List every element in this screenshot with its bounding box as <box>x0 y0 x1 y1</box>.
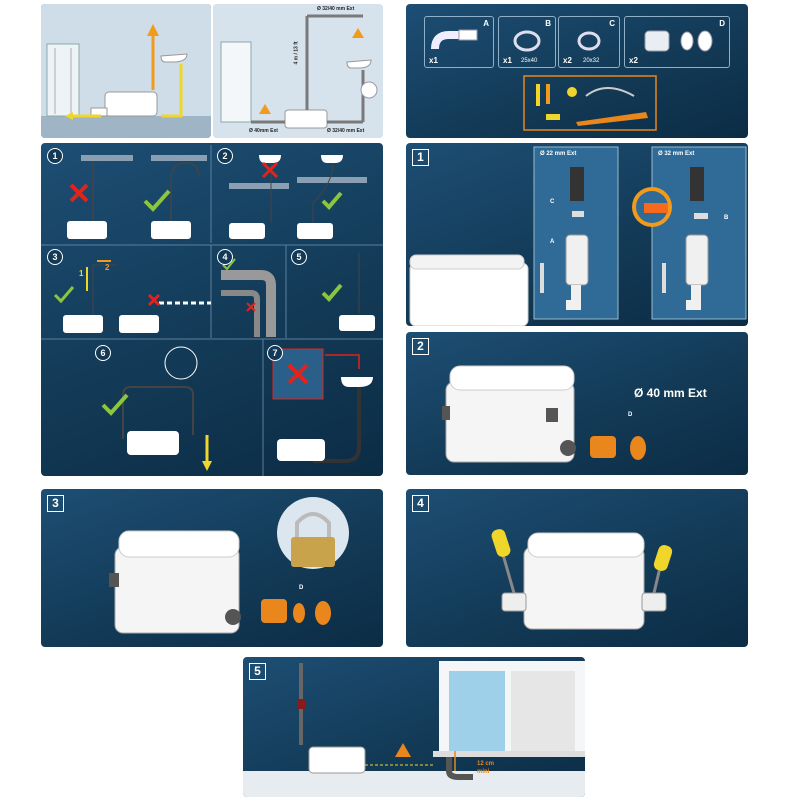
kit-size: 25x40 <box>521 58 538 64</box>
rule-step-number: 6 <box>95 345 111 361</box>
step3-panel: 3 D <box>41 489 383 647</box>
part-label-b: B <box>724 215 729 221</box>
dimensions-illustration <box>213 4 383 138</box>
kit-letter: C <box>609 19 615 28</box>
min-label: mini <box>477 769 490 775</box>
step4-panel: 4 <box>406 489 748 647</box>
rule-step-number: 3 <box>47 249 63 265</box>
step2-illustration <box>442 365 646 463</box>
step-number: 1 <box>412 149 429 166</box>
step3-illustration <box>109 497 349 634</box>
installation-rules-panel: 1 2 3 4 5 6 7 1 2 <box>41 143 383 476</box>
part-label-c: C <box>550 199 555 205</box>
rule-step-number: 1 <box>47 148 63 164</box>
rule-step-number: 4 <box>217 249 233 265</box>
horizontal-pipe-label: Ø 32/40 mm Ext <box>327 128 365 134</box>
kit-item-b: B x1 25x40 <box>498 16 556 68</box>
sleeve-adapter-icon <box>644 30 713 52</box>
step5-illustration <box>243 661 585 797</box>
kit-letter: B <box>545 19 551 28</box>
kit-size: 20x32 <box>583 58 600 64</box>
kit-contents-panel: A x1 B x1 25x40 C x2 20x32 D x2 <box>406 4 748 138</box>
elbow-connector-icon <box>431 29 478 50</box>
part-label-d: D <box>628 412 633 418</box>
step-number: 3 <box>47 495 64 512</box>
kit-qty: x2 <box>563 56 572 65</box>
kit-item-c: C x2 20x32 <box>558 16 620 68</box>
diameter-label: Ø 40 mm Ext <box>634 386 707 400</box>
kit-qty: x1 <box>503 56 512 65</box>
installation-rules-illustration <box>41 145 383 476</box>
step1-illustration <box>409 146 747 326</box>
step-number: 4 <box>412 495 429 512</box>
vertical-height-label: 4 m / 13 ft <box>293 41 300 65</box>
left-pipe-label: Ø 40mm Ext <box>249 128 278 134</box>
kit-item-d: D x2 <box>624 16 730 68</box>
step4-illustration <box>491 529 673 630</box>
installation-dimensions-panel: Ø 40mm Ext Ø 32/40 mm Ext 4 m / 13 ft Ø … <box>213 4 383 138</box>
step3-arrow-label-2: 2 <box>105 263 110 272</box>
part-label-a: A <box>550 239 555 245</box>
kit-letter: D <box>719 19 725 28</box>
step-number: 2 <box>412 338 429 355</box>
hose-clamp-icon <box>513 30 541 52</box>
column1-title: Ø 22 mm Ext <box>540 151 577 157</box>
tools-illustration <box>523 75 657 131</box>
rule-step-number: 7 <box>267 345 283 361</box>
step3-arrow-label-1: 1 <box>79 269 84 278</box>
step1-panel: 1 Ø 22 mm Ext Ø 32 mm Ext A B C <box>406 143 748 326</box>
kit-qty: x1 <box>429 56 438 65</box>
part-label-d: D <box>299 585 304 591</box>
step2-panel: 2 Ø 40 mm Ext D <box>406 332 748 475</box>
step-number: 5 <box>249 663 266 680</box>
kit-letter: A <box>483 19 489 28</box>
kit-item-a: A x1 <box>424 16 494 68</box>
kit-qty: x2 <box>629 56 638 65</box>
bathroom-scene-illustration <box>41 4 211 138</box>
step5-panel: 5 12 cm mini <box>243 657 585 797</box>
top-pipe-label: Ø 32/40 mm Ext <box>317 6 355 12</box>
rule-step-number: 5 <box>291 249 307 265</box>
installation-overview-panel <box>41 4 211 138</box>
column2-title: Ø 32 mm Ext <box>658 151 695 157</box>
rule-step-number: 2 <box>217 148 233 164</box>
min-height-label: 12 cm <box>477 761 495 767</box>
small-clamp-icon <box>577 31 601 51</box>
